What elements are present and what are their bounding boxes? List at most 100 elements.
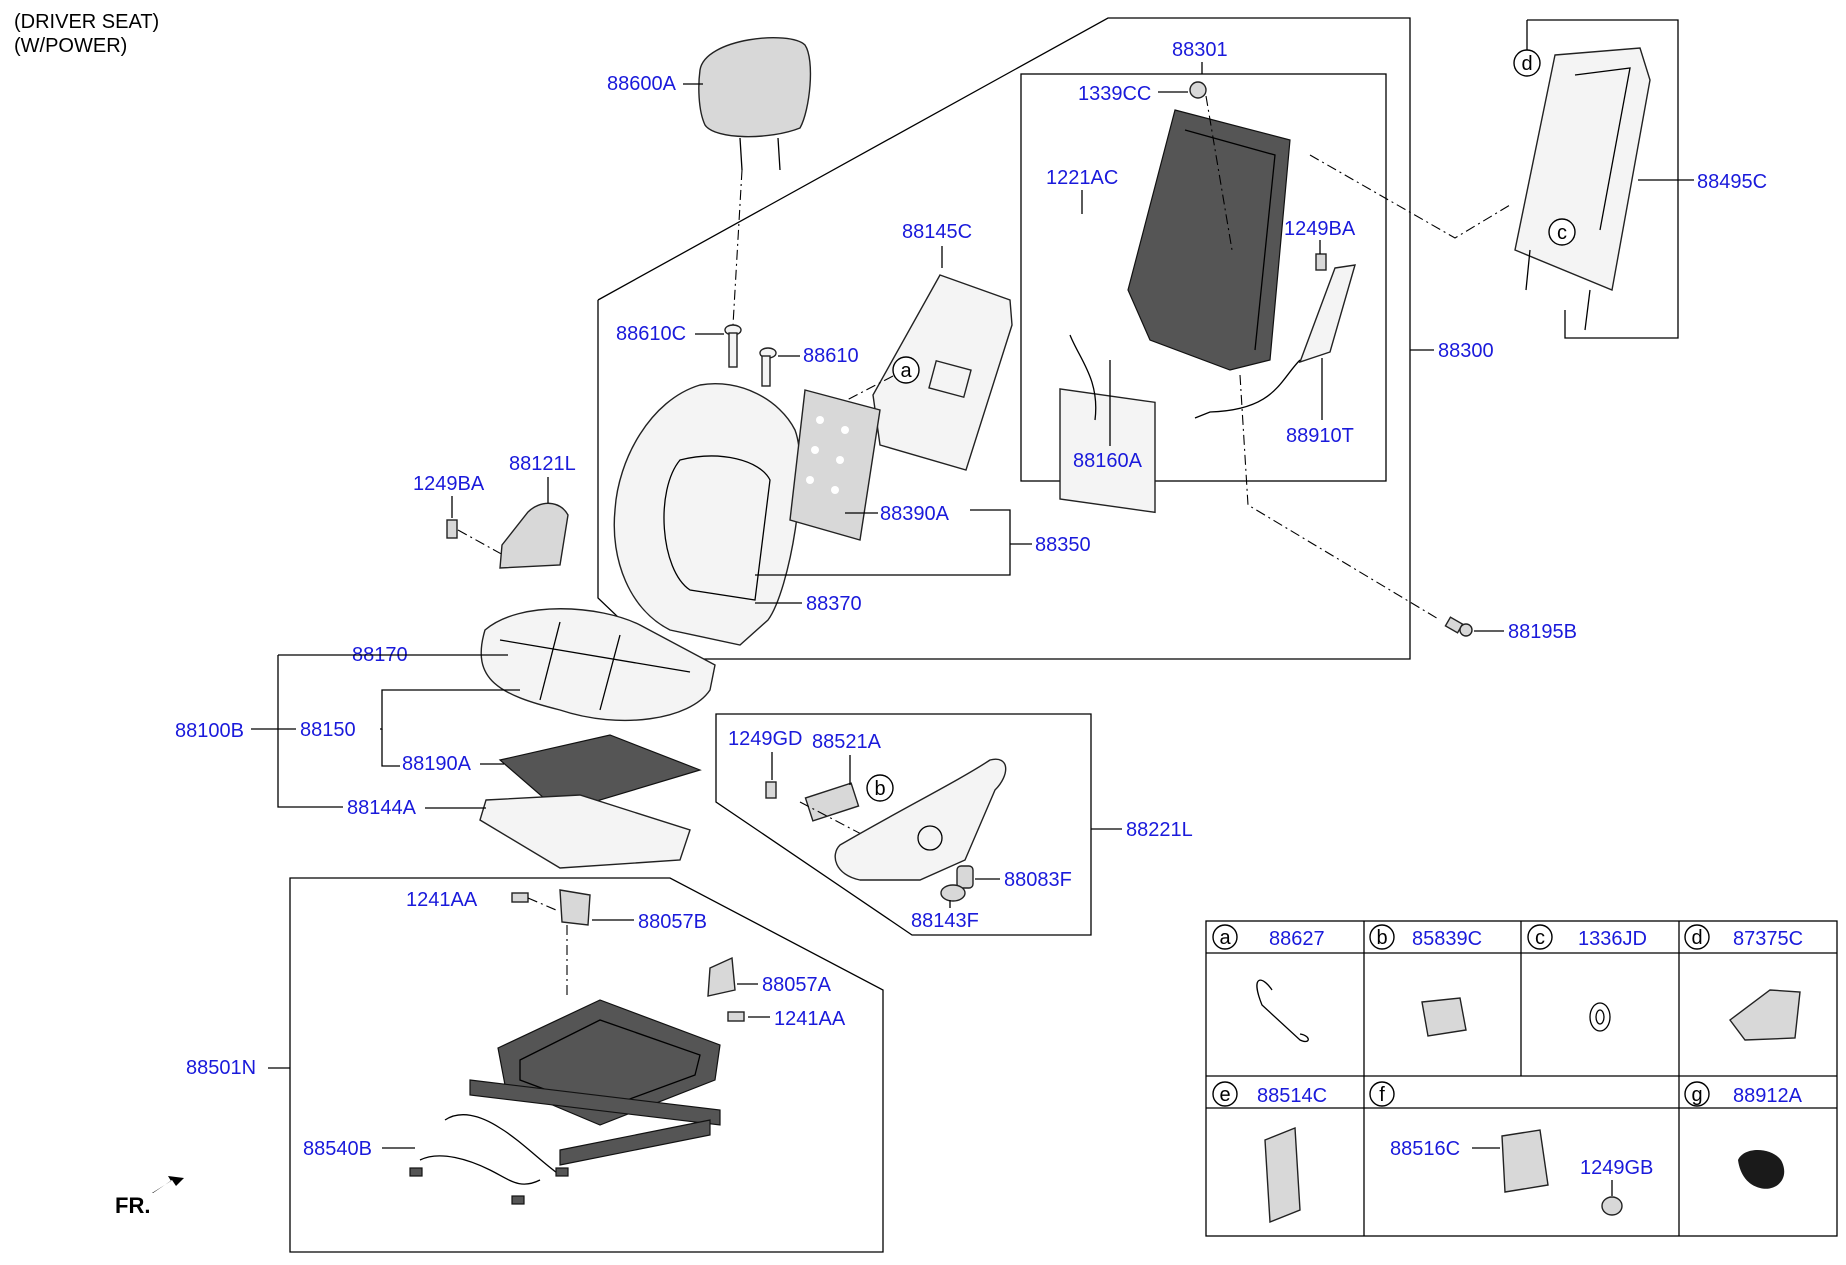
label-88301: 88301 bbox=[1172, 39, 1228, 61]
bolt-1241AA-top[interactable] bbox=[511, 892, 529, 903]
legend-b-part: 85839C bbox=[1412, 928, 1482, 950]
seat-track-frame[interactable] bbox=[469, 999, 721, 1166]
legend-b-letter: b bbox=[1376, 927, 1387, 949]
bracket-88057B[interactable] bbox=[559, 889, 591, 926]
knob-88143F[interactable] bbox=[940, 884, 966, 902]
legend-table bbox=[1205, 920, 1838, 1237]
knob-88083F[interactable] bbox=[956, 865, 974, 889]
bolt-1249BA-left[interactable] bbox=[446, 519, 458, 539]
label-1339CC: 1339CC bbox=[1078, 83, 1151, 105]
label-88390A: 88390A bbox=[880, 503, 950, 525]
legend-f-sub-1: 88516C bbox=[1390, 1138, 1460, 1160]
screw-1249GD[interactable] bbox=[765, 781, 777, 799]
legend-g-letter: g bbox=[1691, 1084, 1702, 1106]
front-arrow-icon bbox=[152, 1176, 184, 1193]
legend-e-part: 88514C bbox=[1257, 1085, 1327, 1107]
back-panel-box bbox=[1527, 19, 1679, 339]
bolt-88195B-guide bbox=[1239, 374, 1441, 621]
legend-c-letter: c bbox=[1535, 927, 1545, 949]
motor-icon bbox=[1264, 1126, 1301, 1224]
cushion-pad-88144A[interactable] bbox=[479, 794, 691, 869]
actuator-icon bbox=[1501, 1129, 1549, 1193]
bolt-1241AA-mid[interactable] bbox=[727, 1011, 745, 1022]
callout-b[interactable] bbox=[866, 774, 894, 802]
bolt-1249BA-frame[interactable] bbox=[1315, 253, 1327, 271]
back-pad-88390A[interactable] bbox=[789, 389, 881, 541]
nut-1339CC[interactable] bbox=[1189, 81, 1207, 99]
label-88521A: 88521A bbox=[812, 731, 882, 753]
header-line-1: (DRIVER SEAT) bbox=[14, 11, 159, 33]
headrest-guide-line bbox=[732, 169, 743, 326]
legend-cell-d: d 87375C bbox=[1684, 924, 1803, 1041]
hook-clip-icon bbox=[1256, 979, 1309, 1043]
legend-e-circle bbox=[1212, 1081, 1238, 1107]
recliner-cover-88121L[interactable] bbox=[499, 502, 569, 569]
side-shield-box bbox=[715, 713, 1092, 936]
label-88501N: 88501N bbox=[186, 1057, 256, 1079]
legend-c-part: 1336JD bbox=[1578, 928, 1647, 950]
label-88121L: 88121L bbox=[509, 453, 576, 475]
wiring-88540B[interactable] bbox=[409, 1114, 569, 1205]
backrest-group-outline bbox=[597, 17, 1411, 660]
seat-back-cushion[interactable] bbox=[613, 383, 801, 646]
airbag-module-88910T[interactable] bbox=[1194, 264, 1356, 419]
label-88100B: 88100B bbox=[175, 720, 244, 742]
label-88610C: 88610C bbox=[616, 323, 686, 345]
label-88495C: 88495C bbox=[1697, 171, 1767, 193]
leader-88150-b bbox=[381, 729, 400, 767]
legend-a-circle bbox=[1212, 924, 1238, 950]
callout-b-letter: b bbox=[874, 778, 885, 800]
label-88144A: 88144A bbox=[347, 797, 417, 819]
bolt-top-guide bbox=[527, 897, 557, 911]
bracket-88057A[interactable] bbox=[707, 956, 736, 997]
legend-cell-e: e 88514C bbox=[1212, 1081, 1327, 1224]
label-88145C: 88145C bbox=[902, 221, 972, 243]
label-1241AA-top: 1241AA bbox=[406, 889, 478, 911]
side-shield-panel[interactable] bbox=[834, 758, 1007, 881]
label-88300: 88300 bbox=[1438, 340, 1494, 362]
seat-cushion[interactable] bbox=[480, 608, 716, 722]
switch-88521A[interactable] bbox=[804, 782, 860, 822]
legend-g-part: 88912A bbox=[1733, 1085, 1803, 1107]
label-88057A: 88057A bbox=[762, 974, 832, 996]
label-88150: 88150 bbox=[300, 719, 356, 741]
label-88143F: 88143F bbox=[911, 910, 979, 932]
label-1221AC: 1221AC bbox=[1046, 167, 1118, 189]
nut-hole-icon bbox=[1595, 1009, 1605, 1025]
bolt-88195B[interactable] bbox=[1444, 616, 1473, 637]
legend-cell-b: b 85839C bbox=[1369, 924, 1482, 1037]
legend-cell-f: f 88516C 1249GB bbox=[1369, 1081, 1653, 1216]
legend-c-circle bbox=[1527, 924, 1553, 950]
legend-cell-g: g 88912A bbox=[1684, 1081, 1803, 1189]
label-1249BA-frame: 1249BA bbox=[1284, 218, 1356, 240]
headrest-guide-88610C[interactable] bbox=[724, 324, 742, 368]
label-1249BA-left: 1249BA bbox=[413, 473, 485, 495]
label-88221L: 88221L bbox=[1126, 819, 1193, 841]
seat-back-frame[interactable] bbox=[1059, 109, 1291, 514]
label-88350: 88350 bbox=[1035, 534, 1091, 556]
back-panel-guide bbox=[1309, 154, 1511, 239]
nut-guide bbox=[1205, 95, 1233, 251]
label-88160A: 88160A bbox=[1073, 450, 1143, 472]
legend-d-part: 87375C bbox=[1733, 928, 1803, 950]
callout-c[interactable] bbox=[1548, 218, 1576, 246]
cushion-mat-88190A[interactable] bbox=[498, 734, 702, 813]
back-panel-88495C[interactable] bbox=[1514, 47, 1651, 331]
legend-d-letter: d bbox=[1691, 927, 1702, 949]
label-88057B: 88057B bbox=[638, 911, 707, 933]
headrest-guide-88610[interactable] bbox=[759, 347, 777, 387]
legend-f-circle bbox=[1369, 1081, 1395, 1107]
bolt-left-guide bbox=[457, 529, 506, 557]
back-board-88145C[interactable] bbox=[872, 274, 1013, 471]
callout-a[interactable] bbox=[892, 356, 920, 384]
seat-track-box bbox=[289, 877, 884, 1253]
front-direction-label: FR. bbox=[115, 1193, 150, 1218]
spring-nut-icon bbox=[1421, 997, 1467, 1037]
legend-cell-a: a 88627 bbox=[1212, 924, 1325, 1043]
label-88540B: 88540B bbox=[303, 1138, 372, 1160]
legend-f-letter: f bbox=[1379, 1084, 1385, 1106]
legend-e-letter: e bbox=[1219, 1084, 1230, 1106]
callout-d[interactable] bbox=[1513, 49, 1541, 77]
legend-f-sub-2: 1249GB bbox=[1580, 1157, 1653, 1179]
headrest-part[interactable] bbox=[698, 37, 812, 171]
